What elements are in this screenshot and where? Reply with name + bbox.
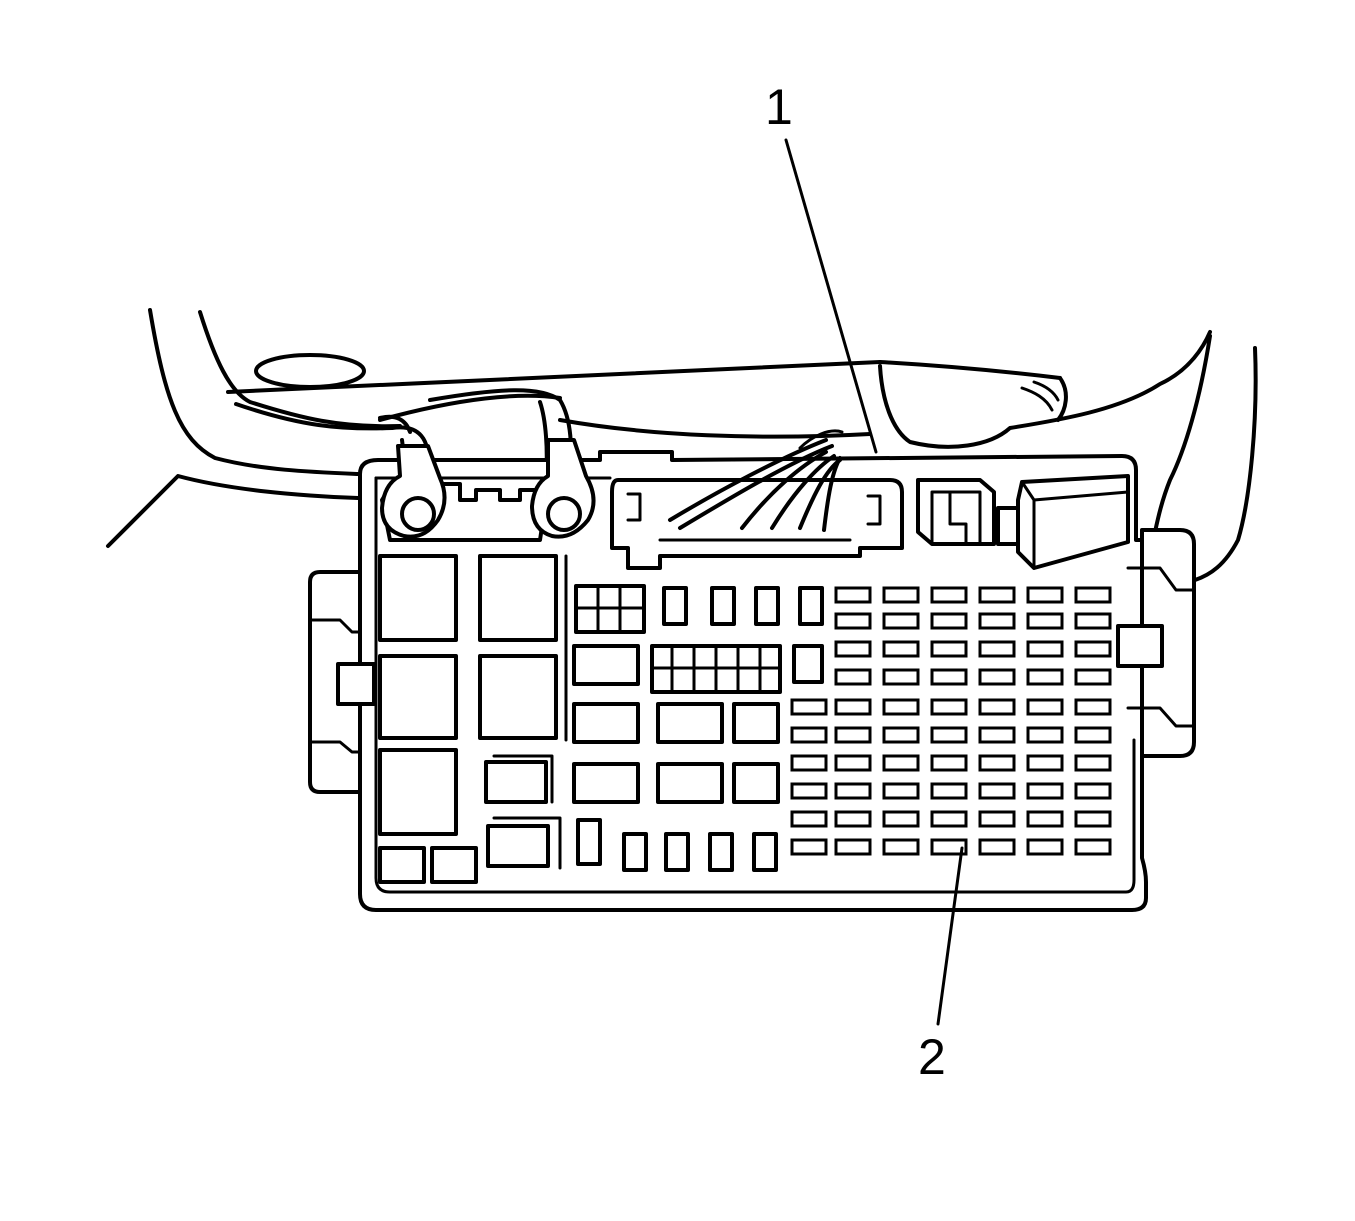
mini-fuse (882, 612, 920, 630)
mini-fuse (882, 698, 920, 716)
mini-fuse (1026, 586, 1064, 604)
mini-fuse (834, 640, 872, 658)
mini-fuse (882, 640, 920, 658)
mini-fuse (834, 726, 872, 744)
callout-2-label: 2 (918, 1029, 946, 1085)
mini-fuse (978, 838, 1016, 856)
mini-fuse (930, 782, 968, 800)
mini-fuse (1026, 612, 1064, 630)
mini-fuse (978, 586, 1016, 604)
mini-fuse (978, 612, 1016, 630)
right-mounting-clip (1116, 528, 1196, 758)
mini-fuse (1074, 640, 1112, 658)
large-relays (378, 554, 568, 884)
mini-fuse (882, 782, 920, 800)
mini-fuse (1074, 810, 1112, 828)
mini-fuse (1026, 668, 1064, 686)
mini-fuse (882, 586, 920, 604)
mini-fuse (834, 698, 872, 716)
mini-fuse (978, 782, 1016, 800)
mini-fuse (930, 754, 968, 772)
mini-fuse (1074, 586, 1112, 604)
callout-2-leader (936, 846, 964, 1026)
mini-fuse (1026, 640, 1064, 658)
mini-fuse (978, 698, 1016, 716)
mini-fuse (930, 698, 968, 716)
mini-fuse (834, 612, 872, 630)
left-mounting-clip (308, 570, 376, 794)
mini-fuse (834, 668, 872, 686)
mini-fuse (1074, 726, 1112, 744)
mini-fuse (790, 698, 828, 716)
mini-fuse (930, 726, 968, 744)
mini-fuse (1026, 754, 1064, 772)
mini-fuse (1026, 810, 1064, 828)
mini-fuse (882, 668, 920, 686)
callout-1-label: 1 (765, 79, 793, 135)
mini-fuse-grid (790, 586, 1112, 856)
mini-fuse (930, 838, 968, 856)
mini-fuse (790, 754, 828, 772)
callout-1-leader (784, 138, 878, 454)
mini-fuse (930, 612, 968, 630)
mini-fuse (882, 810, 920, 828)
mini-fuse (978, 726, 1016, 744)
mini-fuse (834, 782, 872, 800)
mini-fuse (790, 838, 828, 856)
mini-fuse (930, 810, 968, 828)
mini-fuse (978, 754, 1016, 772)
mini-fuse (882, 754, 920, 772)
mini-fuse (1026, 782, 1064, 800)
mini-fuse (1074, 668, 1112, 686)
mini-fuse (930, 640, 968, 658)
vehicle-body-lines (106, 308, 1258, 582)
mini-fuse (834, 838, 872, 856)
mini-fuse (1074, 838, 1112, 856)
mini-fuse (978, 668, 1016, 686)
mini-fuse (1074, 698, 1112, 716)
callout-2: 2 (918, 846, 964, 1085)
mini-fuse (882, 726, 920, 744)
mini-fuse (790, 782, 828, 800)
mini-fuse (1074, 754, 1112, 772)
ring-terminals (380, 438, 596, 542)
mini-fuse (978, 640, 1016, 658)
mini-fuse (882, 838, 920, 856)
mini-fuse (790, 726, 828, 744)
mid-fuses (484, 584, 824, 872)
mini-fuse (1026, 726, 1064, 744)
mini-fuse (834, 586, 872, 604)
mini-fuse (1026, 838, 1064, 856)
mini-fuse (790, 810, 828, 828)
mini-fuse (978, 810, 1016, 828)
mini-fuse (1026, 698, 1064, 716)
mini-fuse (930, 668, 968, 686)
harness-connector (610, 429, 904, 570)
mini-fuse (834, 754, 872, 772)
mini-fuse (930, 586, 968, 604)
mini-fuse (1074, 612, 1112, 630)
mini-fuse (834, 810, 872, 828)
relay-connectors (916, 474, 1130, 570)
callout-1: 1 (765, 79, 878, 454)
mini-fuse (1074, 782, 1112, 800)
